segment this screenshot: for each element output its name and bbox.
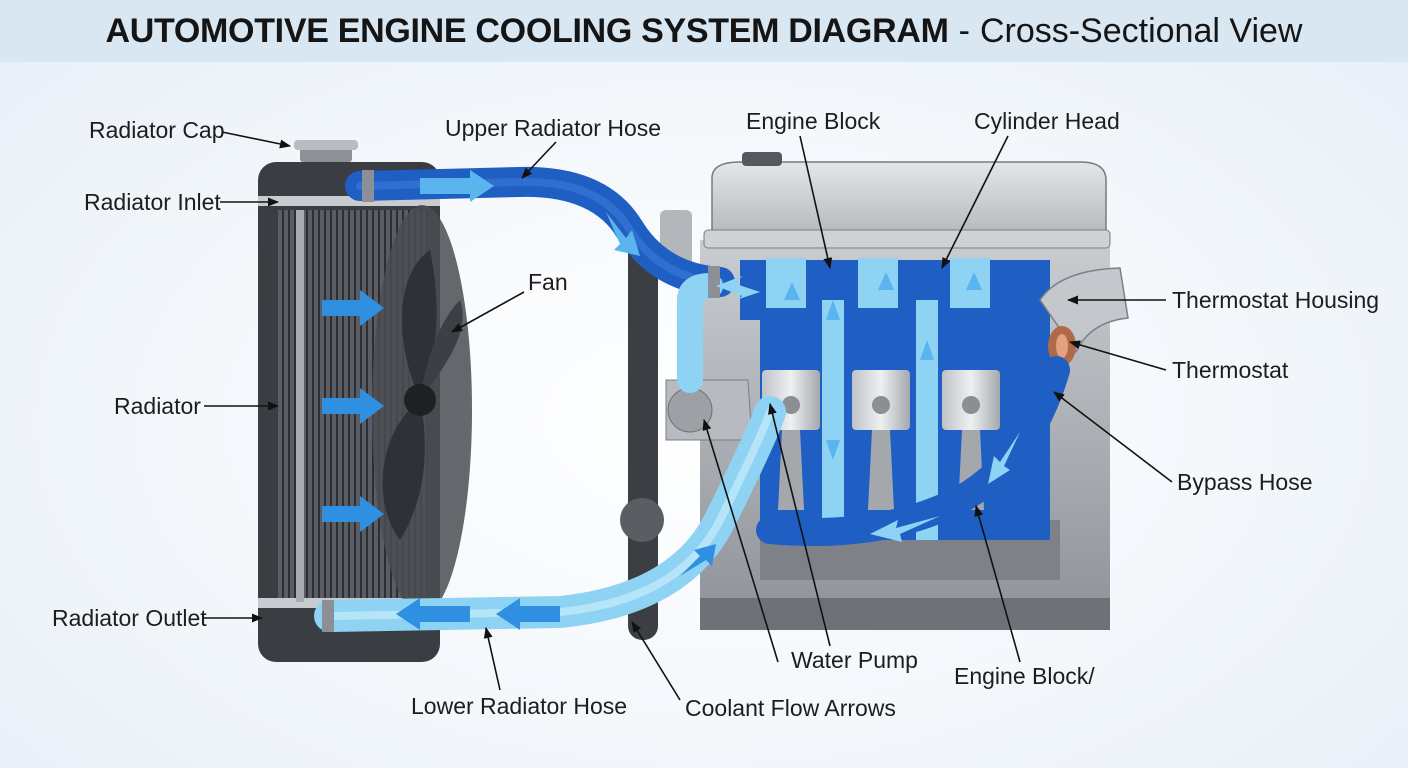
title-subtitle: Cross-Sectional View: [979, 11, 1303, 50]
flow-arrow: [870, 516, 940, 542]
label-thermostat-housing: Thermostat Housing: [1172, 287, 1379, 313]
airflow-arrows: [322, 290, 384, 532]
water-pump: [620, 210, 753, 640]
oil-cap: [742, 152, 782, 166]
bypass-hose: [756, 356, 1070, 546]
radiator-cap: [300, 148, 352, 162]
label-cylinder-head: Cylinder Head: [974, 108, 1120, 134]
coolant-flow-arrows-internal: [784, 272, 982, 460]
label-radiator-inlet: Radiator Inlet: [84, 189, 221, 215]
piston: [852, 370, 910, 510]
flow-arrow: [606, 212, 640, 256]
fan-blade: [382, 400, 425, 540]
flow-arrow: [716, 276, 760, 300]
radiator-inlet-band: [258, 196, 440, 206]
flow-arrow: [988, 432, 1020, 484]
airflow-arrow: [322, 496, 384, 532]
label-water-pump: Water Pump: [791, 647, 918, 673]
airflow-arrow: [322, 388, 384, 424]
label-lower-radiator-hose: Lower Radiator Hose: [411, 693, 627, 719]
labels: Radiator Cap Radiator Inlet Radiator Rad…: [52, 108, 1379, 721]
label-upper-radiator-hose: Upper Radiator Hose: [445, 115, 661, 141]
airflow-arrow: [322, 290, 384, 326]
flow-arrow: [680, 544, 716, 576]
title-separator: -: [958, 11, 970, 50]
fan: [372, 205, 472, 615]
fan-hub: [404, 384, 436, 416]
pump-outlet-pipe: [677, 273, 723, 393]
label-radiator-outlet: Radiator Outlet: [52, 605, 207, 631]
flow-arrow: [420, 170, 494, 202]
label-thermostat: Thermostat: [1172, 357, 1289, 383]
flow-arrow: [396, 598, 470, 630]
cooling-system-diagram: Radiator Cap Radiator Inlet Radiator Rad…: [52, 108, 1379, 721]
cylinder-head: [711, 161, 1107, 233]
label-radiator: Radiator: [114, 393, 201, 419]
label-coolant-flow-arrows: Coolant Flow Arrows: [685, 695, 896, 721]
label-engine-block-top: Engine Block: [746, 108, 881, 134]
label-radiator-cap: Radiator Cap: [89, 117, 225, 143]
pulley: [620, 498, 664, 542]
label-bypass-hose: Bypass Hose: [1177, 469, 1313, 495]
title-main: AUTOMOTIVE ENGINE COOLING SYSTEM DIAGRAM: [105, 11, 949, 50]
label-fan: Fan: [528, 269, 568, 295]
title-bar: AUTOMOTIVE ENGINE COOLING SYSTEM DIAGRAM…: [0, 0, 1408, 62]
coolant-flow-arrows: [396, 170, 1020, 630]
flow-arrow: [496, 598, 560, 630]
label-engine-block-bottom: Engine Block/: [954, 663, 1095, 689]
thermostat-housing: [1039, 267, 1129, 366]
